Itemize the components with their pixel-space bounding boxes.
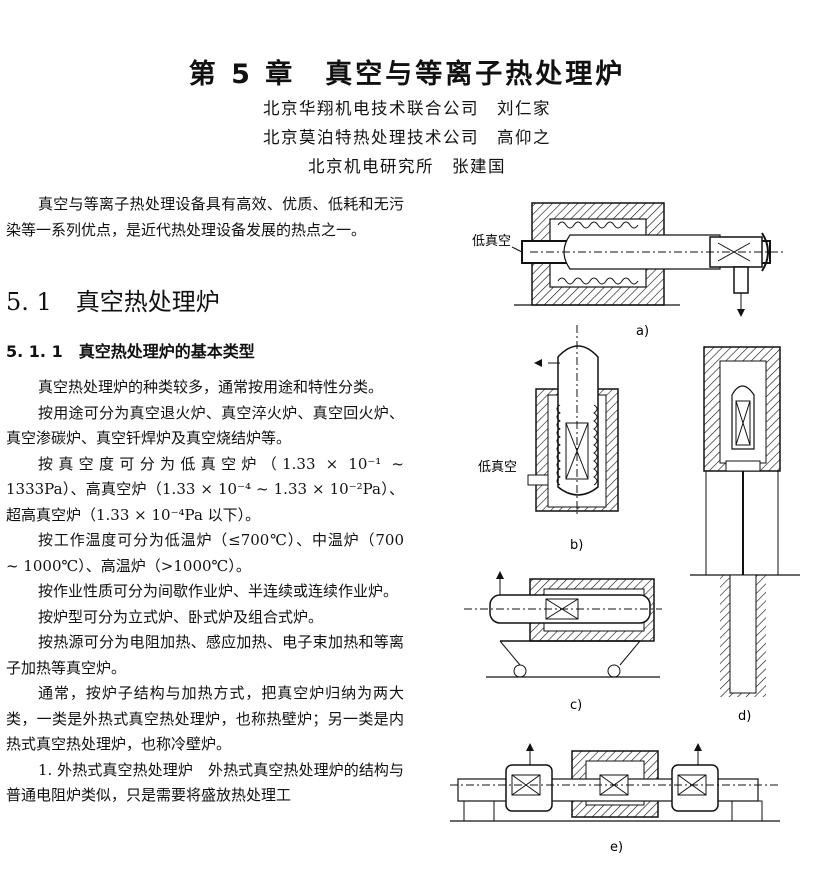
- body-paragraph: 1. 外热式真空热处理炉 外热式真空热处理炉的结构与普通电阻炉类似，只是需要将盛…: [6, 760, 404, 805]
- diagram-a: 低真空: [472, 202, 786, 317]
- body-paragraph: 按热源可分为电阻加热、感应加热、电子束加热和等离子加热等真空炉。: [6, 633, 404, 677]
- diagram-c: [464, 571, 662, 678]
- author-line-3: 北京机电研究所 张建国: [308, 157, 506, 176]
- vacuum-label-a: 低真空: [472, 234, 511, 249]
- caption-a: a): [636, 324, 649, 339]
- diagram-e: [450, 743, 780, 822]
- diagram-b: 低真空: [478, 325, 619, 515]
- body-paragraph: 按真空度可分为低真空炉（1.33 × 10⁻¹ ~ 1333Pa）、高真空炉（1…: [6, 454, 404, 524]
- body-paragraph: 真空热处理炉的种类较多，通常按用途和特性分类。: [38, 378, 384, 396]
- author-line-1: 北京华翔机电技术联合公司 刘仁家: [263, 99, 551, 118]
- body-paragraph: 按炉型可分为立式炉、卧式炉及组合式炉。: [38, 607, 324, 626]
- furnace-figure: 低真空 a) 低真空 b) c): [450, 202, 800, 855]
- caption-e: e): [610, 840, 623, 855]
- caption-d: d): [738, 709, 751, 724]
- body-paragraph: 按作业性质可分为间歇作业炉、半连续或连续作业炉。: [38, 582, 399, 600]
- body-paragraph: 按用途可分为真空退火炉、真空淬火炉、真空回火炉、真空渗碳炉、真空钎焊炉及真空烧结…: [6, 403, 404, 448]
- subsection-heading: 5. 1. 1 真空热处理炉的基本类型: [6, 342, 255, 361]
- body-paragraph: 通常，按炉子结构与加热方式，把真空炉归纳为两大类，一类是外热式真空热处理炉，也称…: [6, 684, 404, 753]
- section-heading: 5. 1 真空热处理炉: [6, 288, 220, 316]
- caption-b: b): [570, 538, 583, 553]
- body-paragraph: 按工作温度可分为低温炉（≤700℃）、中温炉（700 ~ 1000℃）、高温炉（…: [6, 531, 404, 575]
- caption-c: c): [570, 698, 582, 713]
- diagram-d: [690, 346, 800, 697]
- vacuum-label-b: 低真空: [478, 460, 517, 475]
- chapter-title: 第 5 章 真空与等离子热处理炉: [188, 59, 626, 90]
- author-line-2: 北京莫泊特热处理技术公司 高仰之: [263, 128, 551, 147]
- intro-paragraph: 真空与等离子热处理设备具有高效、优质、低耗和无污染等一系列优点，是近代热处理设备…: [6, 195, 404, 239]
